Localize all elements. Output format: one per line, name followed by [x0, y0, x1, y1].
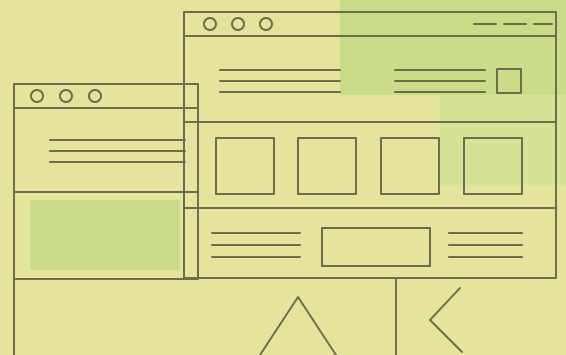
- accent-block-right-middle: [440, 95, 566, 185]
- accent-block-left-panel: [30, 200, 180, 270]
